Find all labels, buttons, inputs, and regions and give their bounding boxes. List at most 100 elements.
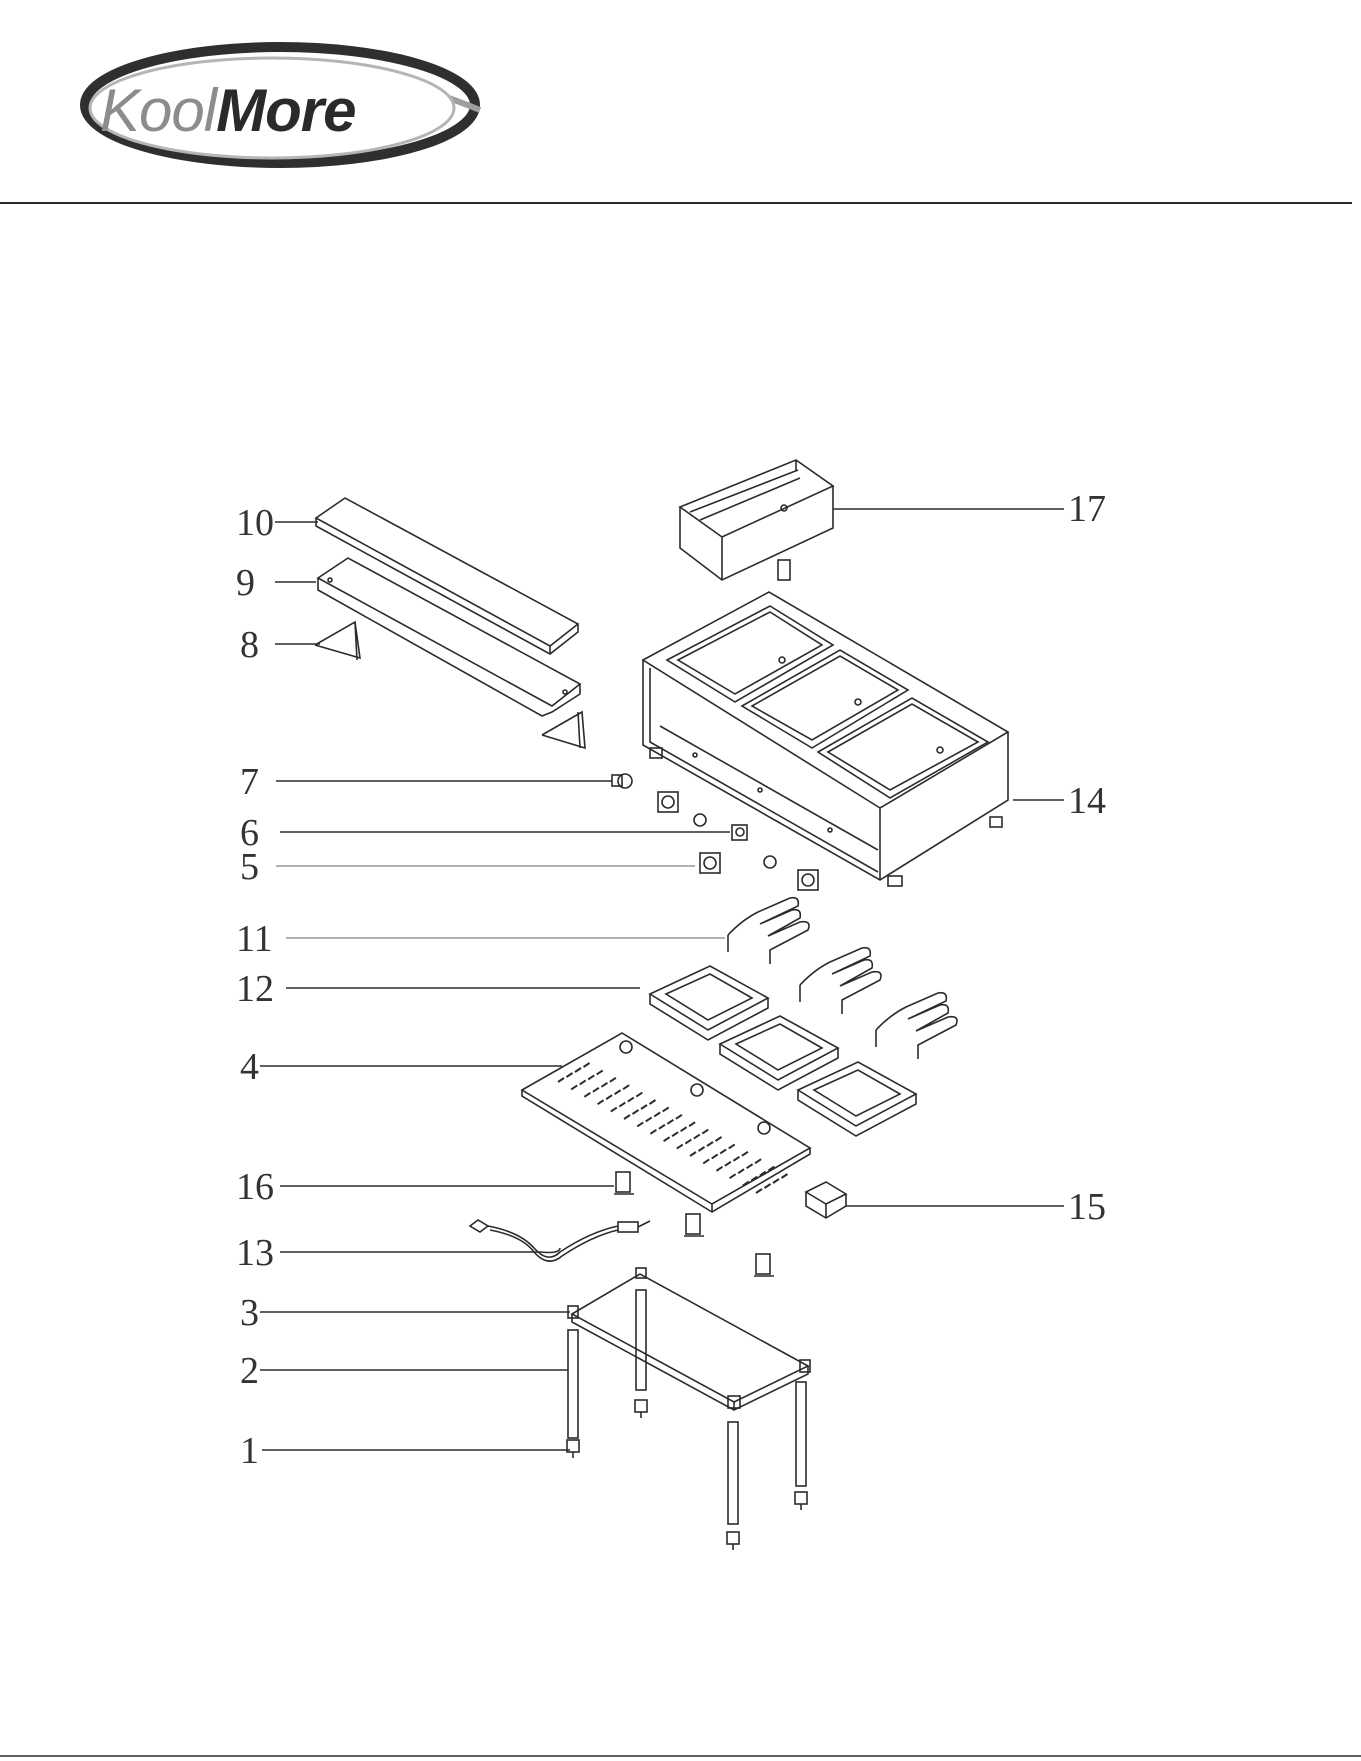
part-4-bottom-plate xyxy=(522,1033,810,1212)
vent-slot xyxy=(664,1137,670,1141)
vent-slot xyxy=(712,1154,718,1158)
vent-slot xyxy=(636,1093,642,1097)
vent-slot xyxy=(575,1068,581,1072)
vent-slot xyxy=(584,1093,590,1097)
vent-slot xyxy=(699,1147,705,1151)
vent-slot xyxy=(650,1130,656,1134)
vent-slot xyxy=(676,1115,682,1119)
vent-slot xyxy=(601,1083,607,1087)
vent-slot xyxy=(733,1157,739,1161)
part-15-terminal-block xyxy=(806,1182,846,1218)
part-7-indicator-light xyxy=(612,774,632,788)
part-2-leg-front-left xyxy=(568,1330,578,1438)
vent-slot xyxy=(615,1090,621,1094)
vent-slot xyxy=(716,1167,722,1171)
vent-slot xyxy=(637,1122,643,1126)
part-1-foot-4 xyxy=(727,1532,739,1550)
vent-slot xyxy=(730,1174,736,1178)
callout-11: 11 xyxy=(236,920,273,958)
part-5-thermostat-2 xyxy=(700,853,720,873)
leader-13 xyxy=(280,1248,560,1253)
vent-slot xyxy=(623,1085,629,1089)
part-1-foot-3 xyxy=(795,1492,807,1510)
vent-slot xyxy=(619,1103,625,1107)
vent-slot xyxy=(716,1137,722,1141)
vent-slot xyxy=(738,1169,744,1173)
part-16-clip-1 xyxy=(614,1172,634,1194)
vent-slot xyxy=(633,1110,639,1114)
vent-slot xyxy=(659,1125,665,1129)
part-11-heating-element-2 xyxy=(800,948,881,1014)
callout-5: 5 xyxy=(240,848,259,886)
vent-slot xyxy=(742,1152,748,1156)
part-5-thermostat-3 xyxy=(798,870,818,890)
callout-7: 7 xyxy=(240,763,259,801)
callout-1: 1 xyxy=(240,1432,259,1470)
vent-slot xyxy=(650,1100,656,1104)
part-17-pan xyxy=(680,460,833,580)
well-1 xyxy=(667,606,833,702)
vent-slot xyxy=(567,1073,573,1077)
vent-slot xyxy=(641,1105,647,1109)
vent-slot xyxy=(598,1100,604,1104)
vent-slot xyxy=(773,1179,779,1183)
vent-slot xyxy=(690,1152,696,1156)
part-2-leg-rear-left xyxy=(636,1290,646,1390)
vent-slot xyxy=(755,1159,761,1163)
part-3-undershelf xyxy=(568,1268,810,1410)
callout-16: 16 xyxy=(236,1168,274,1206)
vent-slot xyxy=(707,1142,713,1146)
vent-slot xyxy=(584,1063,590,1067)
vent-slot xyxy=(628,1098,634,1102)
part-8-bracket-right xyxy=(542,712,585,748)
vent-slot xyxy=(703,1159,709,1163)
callout-12: 12 xyxy=(236,970,274,1008)
part-5-thermostat-1 xyxy=(658,792,678,812)
part-6-switch xyxy=(732,825,747,840)
callout-13: 13 xyxy=(236,1234,274,1272)
callout-17: 17 xyxy=(1068,490,1106,528)
vent-slot xyxy=(702,1130,708,1134)
part-12-frame-3 xyxy=(798,1062,916,1136)
part-7-indicator-light-3 xyxy=(764,856,776,868)
vent-slot xyxy=(720,1149,726,1153)
vent-slot xyxy=(725,1162,731,1166)
callout-3: 3 xyxy=(240,1294,259,1332)
vent-slot xyxy=(672,1132,678,1136)
part-13-power-cord xyxy=(470,1220,650,1261)
part-1-foot-1 xyxy=(567,1440,579,1458)
callout-8: 8 xyxy=(240,626,259,664)
vent-slot xyxy=(729,1144,735,1148)
vent-slot xyxy=(580,1080,586,1084)
callout-14: 14 xyxy=(1068,782,1106,820)
vent-slot xyxy=(654,1112,660,1116)
part-11-heating-element-1 xyxy=(728,898,809,964)
vent-slot xyxy=(593,1088,599,1092)
part-12-frame-1 xyxy=(650,966,768,1040)
callout-2: 2 xyxy=(240,1352,259,1390)
callout-4: 4 xyxy=(240,1048,259,1086)
vent-slot xyxy=(685,1140,691,1144)
part-7-indicator-light-2 xyxy=(694,814,706,826)
vent-slot xyxy=(694,1135,700,1139)
vent-slot xyxy=(667,1120,673,1124)
vent-slot xyxy=(610,1078,616,1082)
part-1-foot-2 xyxy=(635,1400,647,1418)
vent-slot xyxy=(756,1189,762,1193)
callout-10: 10 xyxy=(236,504,274,542)
vent-slot xyxy=(588,1075,594,1079)
part-2-leg-front-right xyxy=(728,1422,738,1524)
vent-slot xyxy=(681,1127,687,1131)
vent-slot xyxy=(663,1107,669,1111)
vent-slot xyxy=(646,1117,652,1121)
vent-slot xyxy=(606,1095,612,1099)
vent-slot xyxy=(689,1122,695,1126)
vent-slot xyxy=(558,1078,564,1082)
part-16-clip-3 xyxy=(754,1254,774,1276)
part-14-body xyxy=(643,592,1008,886)
vent-slot xyxy=(611,1108,617,1112)
part-11-heating-element-3 xyxy=(876,993,957,1059)
callout-15: 15 xyxy=(1068,1188,1106,1226)
